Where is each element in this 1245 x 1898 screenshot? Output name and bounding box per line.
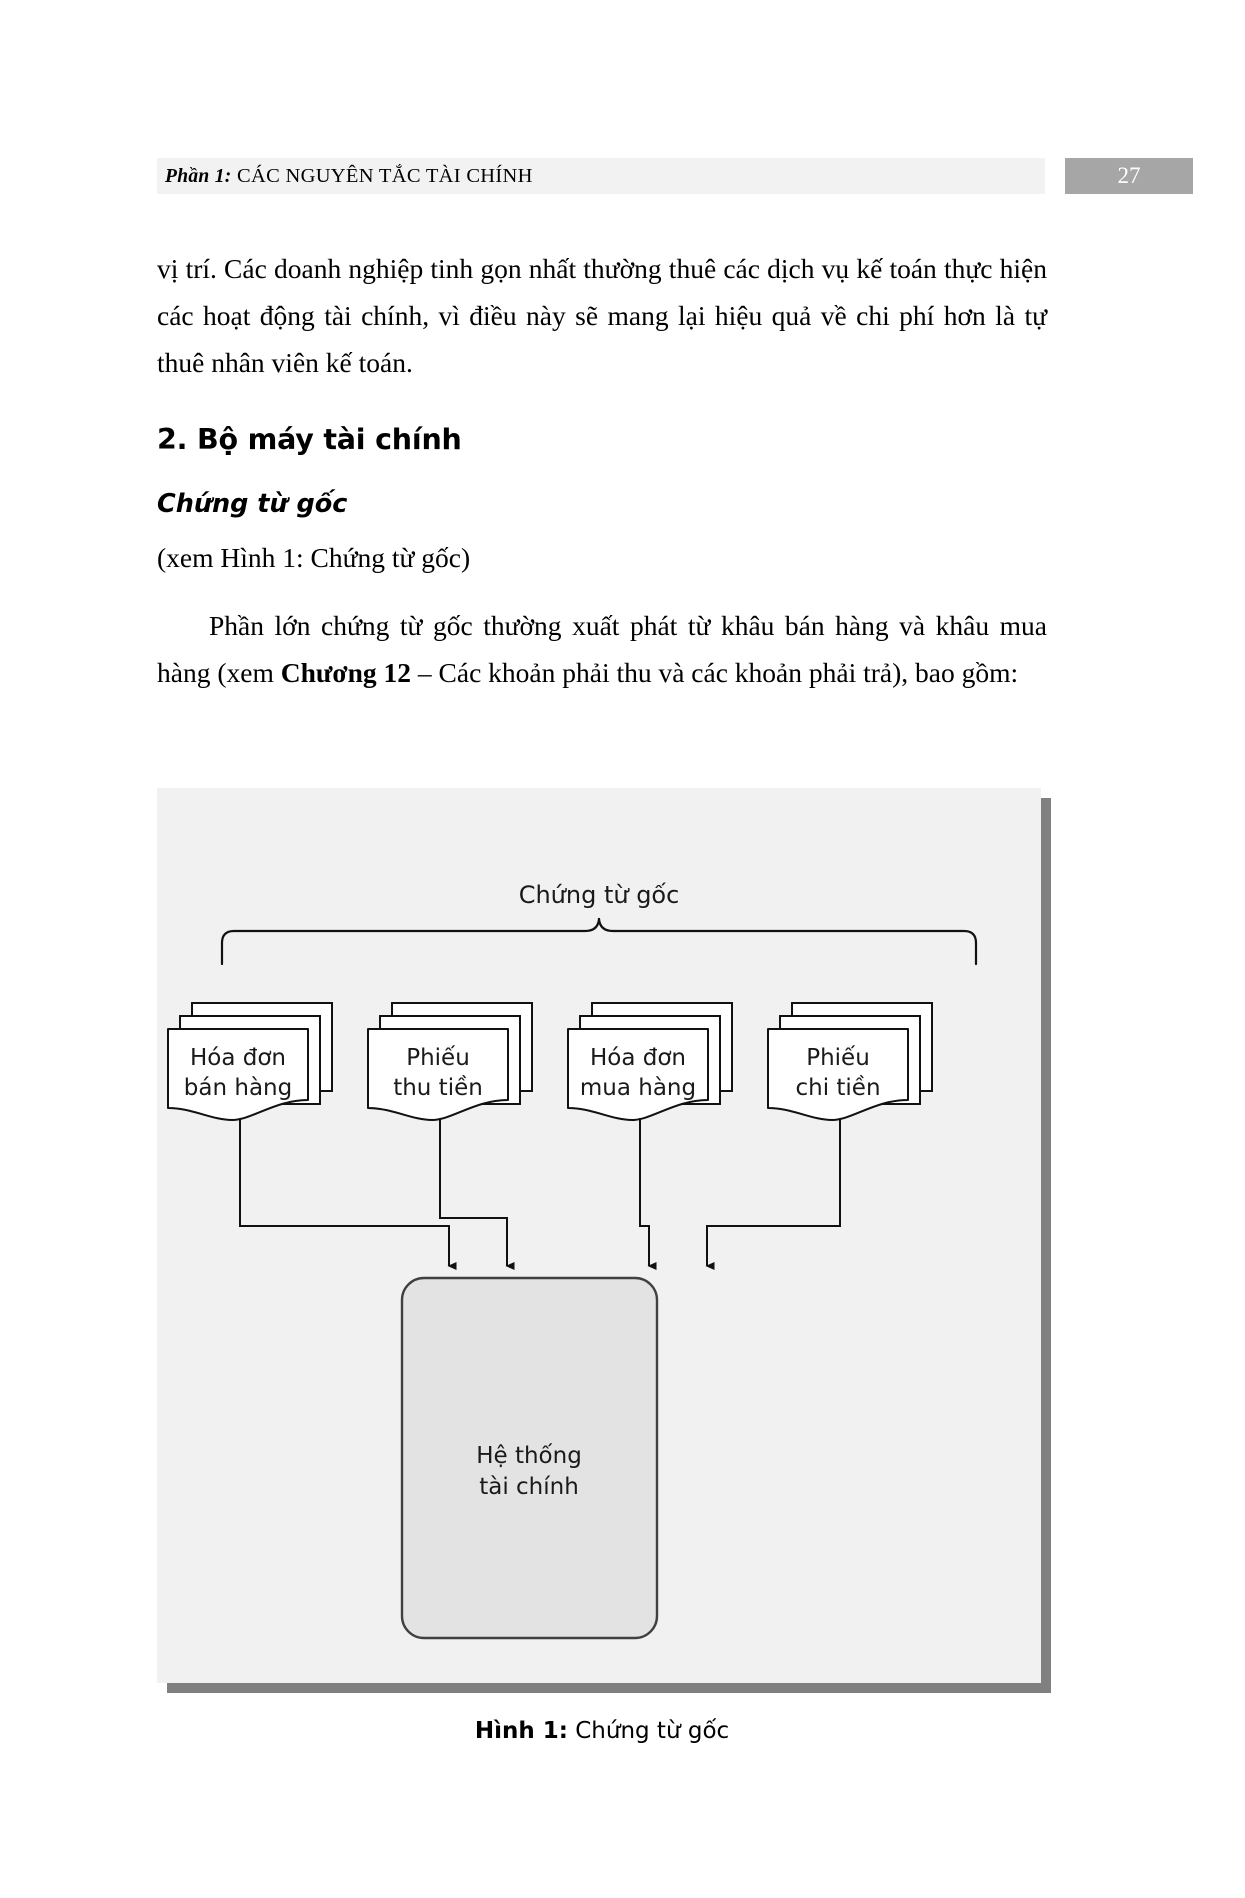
system-box-line2: tài chính xyxy=(479,1474,579,1500)
document-stack-4[interactable]: Phiếu chi tiền xyxy=(767,1002,933,1121)
running-head: Phần 1: CÁC NGUYÊN TẮC TÀI CHÍNH 27 xyxy=(157,158,1193,194)
paragraph-sources: Phần lớn chứng từ gốc thường xuất phát t… xyxy=(157,602,1047,696)
connector-3 xyxy=(639,1118,657,1270)
figure-canvas: Chứng từ gốc Hóa đơn bán hàng xyxy=(157,788,1041,1683)
document-stack-1-line1: Hóa đơn xyxy=(190,1045,286,1071)
connector-4 xyxy=(705,1118,841,1270)
document-stack-2-line1: Phiếu xyxy=(406,1045,470,1071)
connector-1 xyxy=(239,1118,457,1270)
document-stack-4-line2: chi tiền xyxy=(795,1075,880,1101)
chapter-reference: Chương 12 xyxy=(280,657,412,688)
figure-caption-label: Hình 1: xyxy=(474,1718,568,1744)
see-figure-note: (xem Hình 1: Chứng từ gốc) xyxy=(157,542,471,573)
page-number: 27 xyxy=(1065,158,1193,194)
paragraph-sources-part1: Phần lớn chứng từ gốc thường xuất phát t… xyxy=(157,610,1047,688)
running-head-title: CÁC NGUYÊN TẮC TÀI CHÍNH xyxy=(237,165,533,187)
document-stack-3-line1: Hóa đơn xyxy=(590,1045,686,1071)
subsection-heading: Chứng từ gốc xyxy=(157,489,348,519)
document-stack-3-line2: mua hàng xyxy=(580,1075,696,1101)
running-head-part-label: Phần 1: xyxy=(165,166,232,187)
paragraph-continuation: vị trí. Các doanh nghiệp tinh gọn nhất t… xyxy=(157,253,1047,378)
section-heading: 2. Bộ máy tài chính xyxy=(157,423,462,456)
running-head-text: Phần 1: CÁC NGUYÊN TẮC TÀI CHÍNH xyxy=(165,158,533,194)
connectors xyxy=(239,1118,841,1270)
paragraph-sources-part2: – Các khoản phải thu và các khoản phải t… xyxy=(411,657,1019,688)
document-stack-4-line1: Phiếu xyxy=(806,1045,870,1071)
running-head-band xyxy=(157,158,1045,194)
system-box-line1: Hệ thống xyxy=(476,1443,582,1469)
document-stack-3[interactable]: Hóa đơn mua hàng xyxy=(567,1002,733,1121)
system-box[interactable]: Hệ thống tài chính xyxy=(400,1276,659,1640)
figure-shadow-bottom xyxy=(167,1683,1051,1693)
brace-label: Chứng từ gốc xyxy=(519,881,680,909)
figure-1: Chứng từ gốc Hóa đơn bán hàng xyxy=(157,788,1051,1693)
document-stack-1[interactable]: Hóa đơn bán hàng xyxy=(167,1002,333,1121)
figure-shadow-right xyxy=(1041,798,1051,1693)
body-column: vị trí. Các doanh nghiệp tinh gọn nhất t… xyxy=(157,245,1047,696)
document-stack-1-line2: bán hàng xyxy=(184,1075,292,1101)
figure-caption: Hình 1: Chứng từ gốc xyxy=(157,1714,1047,1748)
document-stack-2[interactable]: Phiếu thu tiền xyxy=(367,1002,533,1121)
curly-brace xyxy=(220,917,978,966)
document-stack-2-line2: thu tiền xyxy=(393,1075,483,1101)
connector-2 xyxy=(439,1118,515,1270)
figure-caption-text: Chứng từ gốc xyxy=(575,1718,730,1744)
